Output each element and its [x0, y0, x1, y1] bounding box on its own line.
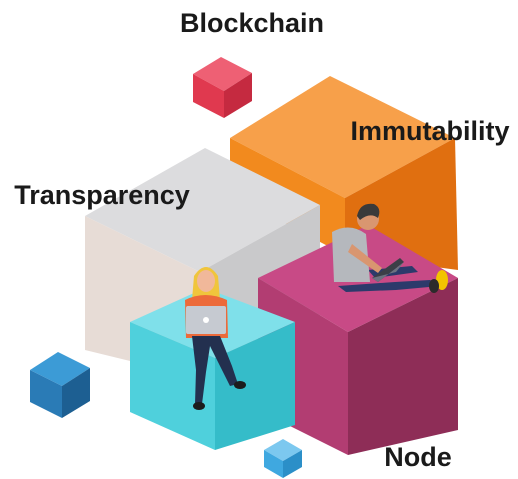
blue-small-cube — [30, 352, 90, 418]
label-blockchain: Blockchain — [180, 8, 324, 38]
label-node: Node — [384, 442, 452, 472]
light-blue-small-cube — [264, 439, 302, 478]
label-immutability: Immutability — [350, 116, 509, 146]
label-transparency: Transparency — [14, 180, 190, 210]
woman-with-laptop-figure — [185, 267, 246, 410]
red-small-cube — [193, 57, 252, 118]
man-with-laptop-figure — [332, 203, 448, 293]
